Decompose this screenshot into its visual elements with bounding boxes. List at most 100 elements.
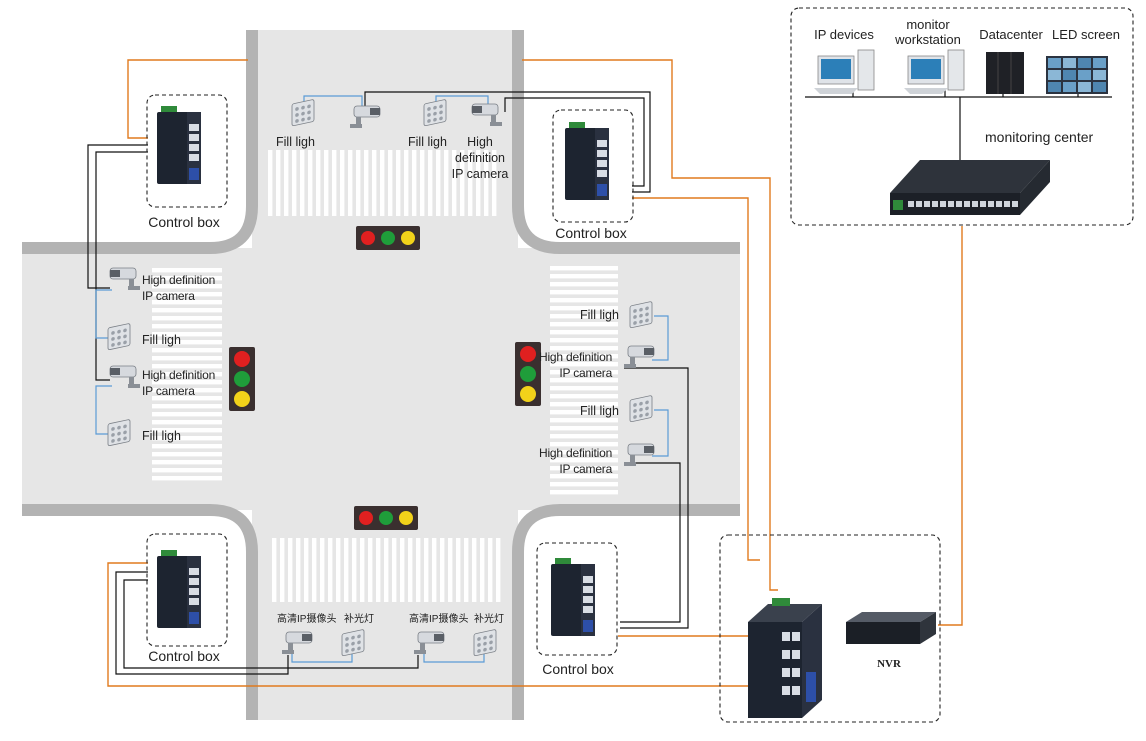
crosswalk-stripe <box>152 468 222 473</box>
crosswalk-stripe <box>316 150 321 216</box>
ip-devices-label: IP devices <box>814 27 874 42</box>
ethernet-port <box>189 154 199 161</box>
control-box-switch-bottom-left <box>157 550 201 628</box>
led-panel <box>1063 70 1076 80</box>
control-box-frame-bottom-right <box>536 542 618 656</box>
crosswalk-stripe <box>312 538 317 602</box>
led-panel <box>1063 58 1076 68</box>
crosswalk-stripe <box>152 444 222 449</box>
hd-camera-label-left-1: High definition IP camera <box>142 272 215 304</box>
crosswalk-stripe <box>152 348 222 353</box>
crosswalk-stripe <box>396 150 401 216</box>
orange-link-right-box <box>632 197 760 561</box>
crosswalk-stripe <box>152 388 222 393</box>
fill-light-top-2 <box>423 99 447 127</box>
fill-light-right-2 <box>629 395 653 423</box>
led-panel <box>1078 70 1091 80</box>
led-panel <box>1063 82 1076 92</box>
crosswalk-stripe <box>550 482 618 487</box>
workstation-pc <box>904 49 965 94</box>
crosswalk-stripe <box>276 150 281 216</box>
crosswalk-stripe <box>550 306 618 311</box>
crosswalk-stripe <box>152 460 222 465</box>
crosswalk-stripe <box>432 538 437 602</box>
black-link-bottom-cams-b <box>123 579 419 669</box>
crosswalk-stripe <box>152 372 222 377</box>
ethernet-port <box>916 201 922 207</box>
crosswalk-stripe <box>416 538 421 602</box>
hd-camera-left-2 <box>109 365 140 388</box>
hd-camera-bottom-2 <box>414 631 445 654</box>
crosswalk-stripe <box>152 404 222 409</box>
crosswalk-stripe <box>356 150 361 216</box>
black-link-left-cams-a <box>87 144 148 289</box>
crosswalk-stripe <box>550 322 618 327</box>
crosswalk-stripe <box>464 538 469 602</box>
hd-camera-label-left-2: High definition IP camera <box>142 367 215 399</box>
cn-fill-light-label-1: 补光灯 <box>344 614 374 625</box>
crosswalk-stripe <box>280 538 285 602</box>
cn-camera-label-2: 高清IP摄像头 <box>409 614 469 625</box>
crosswalk-stripe <box>550 386 618 391</box>
crosswalk-stripe <box>392 538 397 602</box>
blue-link-bottom-2 <box>423 650 485 663</box>
ethernet-port <box>792 650 800 659</box>
crosswalks <box>152 150 618 602</box>
crosswalk-left <box>152 268 222 481</box>
black-link-right-cams-b <box>620 462 681 623</box>
crosswalk-stripe <box>348 150 353 216</box>
fill-light-left-1 <box>107 323 131 351</box>
signal-lamp <box>520 366 536 382</box>
blue-link-bottom-1 <box>291 650 353 663</box>
crosswalk-stripe <box>308 150 313 216</box>
orange-links <box>107 59 963 687</box>
signal-lamp <box>234 391 250 407</box>
crosswalk-stripe <box>456 538 461 602</box>
ethernet-port <box>932 201 938 207</box>
crosswalk-stripe <box>412 150 417 216</box>
crosswalk-stripe <box>152 452 222 457</box>
blue-link-right-2 <box>652 409 669 457</box>
crosswalk-stripe <box>152 284 222 289</box>
led-panel <box>1093 58 1106 68</box>
ethernet-port <box>189 144 199 151</box>
nvr-frame <box>719 534 941 723</box>
control-box-frame-top-left <box>146 94 228 208</box>
crosswalk-stripe <box>152 396 222 401</box>
crosswalk-stripe <box>388 150 393 216</box>
nvr-label: NVR <box>877 658 901 670</box>
crosswalk-stripe <box>550 458 618 463</box>
crosswalk-stripe <box>372 150 377 216</box>
blue-link-top-2 <box>435 95 489 106</box>
blue-link-right-1 <box>652 315 669 361</box>
led-panel <box>1048 82 1061 92</box>
crosswalk-stripe <box>476 150 481 216</box>
crosswalk-stripe <box>152 420 222 425</box>
signal-lamp <box>234 351 250 367</box>
hd-camera-label-right-1: High definition IP camera <box>539 349 612 381</box>
control-box-frame-top-right <box>552 109 634 223</box>
crosswalk-stripe <box>550 274 618 279</box>
workstation-label: monitor workstation <box>895 17 961 47</box>
datacenter-server <box>986 52 1024 94</box>
hd-camera-right-1 <box>624 345 655 368</box>
control-box-label-bottom-right: Control box <box>542 661 614 677</box>
black-link-top-cam-a <box>364 91 651 193</box>
crosswalk-stripe <box>550 490 618 495</box>
crosswalk-stripe <box>404 150 409 216</box>
led-panel <box>1078 58 1091 68</box>
hd-camera-label-right-2: High definition IP camera <box>539 445 612 477</box>
hd-camera-top-line3: IP camera <box>451 167 509 181</box>
ethernet-port <box>189 124 199 131</box>
signal-lamp <box>399 511 413 525</box>
ethernet-port <box>597 160 607 167</box>
hd-camera-right-1-line2: IP camera <box>559 366 613 380</box>
curb-top-right <box>512 30 740 254</box>
fill-light-right-1 <box>629 301 653 329</box>
crosswalk-stripe <box>550 314 618 319</box>
crosswalk-stripe <box>550 346 618 351</box>
crosswalk-stripe <box>550 290 618 295</box>
traffic-light-east <box>515 342 541 406</box>
crosswalk-stripe <box>492 150 497 216</box>
